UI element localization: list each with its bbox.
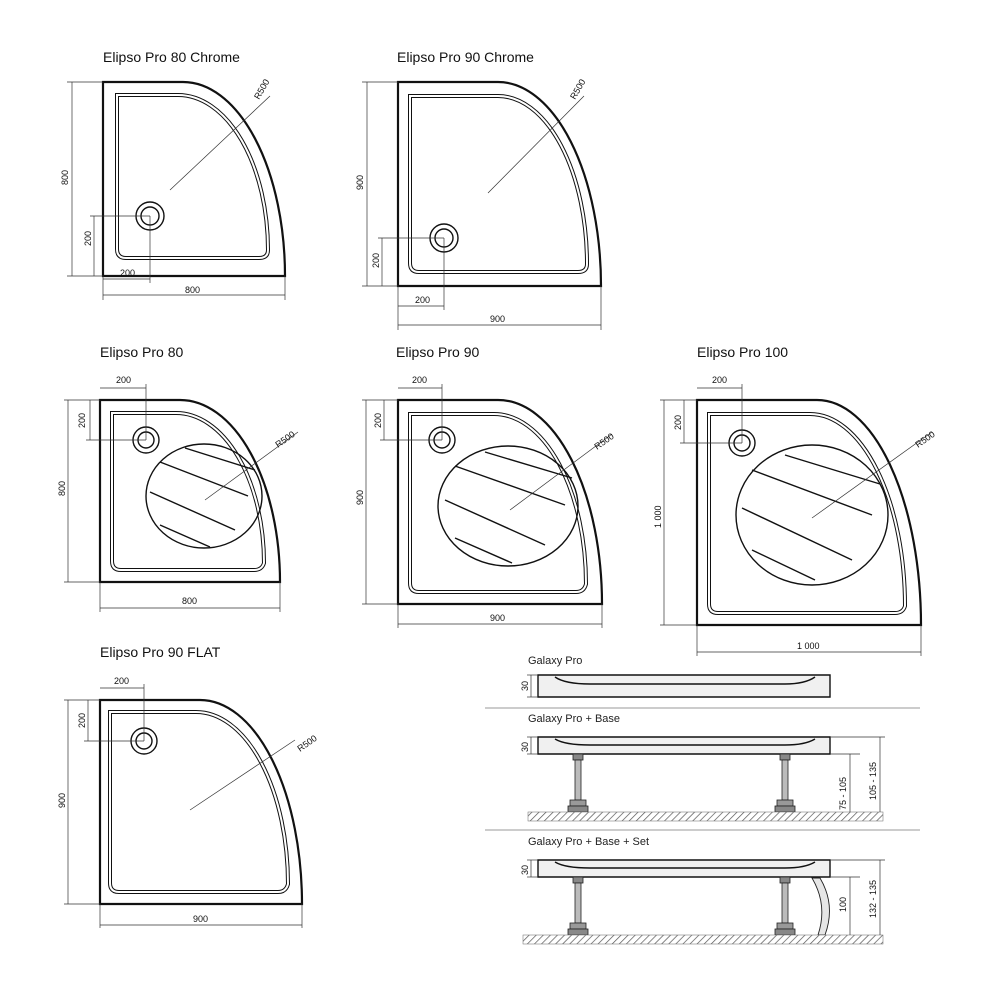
section-galaxy-pro-base: Galaxy Pro + Base 30 75 - 105 105 - 135 (485, 713, 920, 831)
tray-outline (101, 80, 287, 278)
height-label: 800 (57, 481, 67, 496)
thickness-label: 30 (520, 681, 530, 691)
section-title: Galaxy Pro + Base (528, 713, 620, 725)
drain-x-label: 200 (712, 375, 727, 385)
drain-y-label: 200 (673, 415, 683, 430)
radius-label: R500 (568, 77, 587, 101)
width-label: 900 (490, 314, 505, 324)
tray-outline (98, 698, 304, 906)
support-leg (774, 753, 796, 813)
width-label: 900 (490, 613, 505, 623)
leg-height-label: 75 - 105 (838, 777, 848, 810)
height-label: 900 (355, 175, 365, 190)
drain-x-label: 200 (114, 676, 129, 686)
width-label: 800 (182, 596, 197, 606)
drain-y-label: 200 (77, 413, 87, 428)
height-label: 900 (355, 490, 365, 505)
drain-x-label: 200 (412, 375, 427, 385)
radius-label: R500 (913, 429, 936, 450)
drain-x-label: 200 (120, 268, 135, 278)
antislip-pattern (437, 445, 579, 567)
antislip-pattern (735, 444, 889, 586)
tray-elipso-pro-90: Elipso Pro 90 R500 900 200 200 900 (355, 344, 616, 628)
thickness-label: 30 (520, 865, 530, 875)
antislip-pattern (145, 443, 263, 549)
height-label: 1 000 (653, 505, 663, 528)
width-label: 900 (193, 914, 208, 924)
tray-title: Elipso Pro 90 FLAT (100, 644, 221, 660)
drain-y-label: 200 (373, 413, 383, 428)
tray-outline (695, 398, 923, 627)
tray-elipso-pro-100: Elipso Pro 100 R500 1 000 200 200 1 000 (653, 344, 937, 656)
radius-leader-line (487, 95, 585, 194)
total-height-label: 132 - 135 (868, 880, 878, 918)
width-label: 800 (185, 285, 200, 295)
radius-label: R500 (295, 733, 318, 754)
tray-elipso-pro-90-chrome: Elipso Pro 90 Chrome R500 900 200 200 90… (355, 49, 603, 330)
tray-outline (98, 398, 282, 584)
tray-outline (396, 80, 603, 288)
support-leg (774, 876, 796, 936)
thickness-label: 30 (520, 742, 530, 752)
section-title: Galaxy Pro (528, 655, 582, 667)
tray-elipso-pro-80-chrome: Elipso Pro 80 Chrome R500 800 200 200 80… (60, 49, 287, 300)
drain-y-label: 200 (83, 231, 93, 246)
radius-leader-line (169, 95, 271, 191)
width-label: 1 000 (797, 641, 820, 651)
tray-title: Elipso Pro 90 (396, 344, 479, 360)
tray-elipso-pro-80: Elipso Pro 80 R500 800 200 200 800 (57, 344, 299, 612)
drain-x-label: 200 (415, 295, 430, 305)
radius-label: R500 (592, 431, 615, 452)
tray-title: Elipso Pro 90 Chrome (397, 49, 534, 65)
floor-hatch (527, 811, 884, 822)
height-label: 800 (60, 170, 70, 185)
drain-y-label: 200 (371, 253, 381, 268)
front-panel (811, 877, 830, 936)
radius-leader-line (189, 739, 296, 811)
radius-label: R500 (273, 429, 296, 450)
radius-leader-line (204, 431, 299, 501)
support-leg (567, 876, 589, 936)
leg-height-label: 100 (838, 897, 848, 912)
radius-leader-line (509, 433, 613, 511)
tray-elipso-pro-90-flat: Elipso Pro 90 FLAT R500 900 200 200 900 (57, 644, 319, 928)
section-galaxy-pro: Galaxy Pro 30 (485, 655, 920, 709)
radius-leader-line (811, 431, 933, 519)
tray-title: Elipso Pro 100 (697, 344, 788, 360)
height-label: 900 (57, 793, 67, 808)
tray-title: Elipso Pro 80 Chrome (103, 49, 240, 65)
floor-hatch (522, 934, 884, 945)
tray-outline (396, 398, 604, 606)
drain-x-label: 200 (116, 375, 131, 385)
total-height-label: 105 - 135 (868, 762, 878, 800)
drain-y-label: 200 (77, 713, 87, 728)
section-title: Galaxy Pro + Base + Set (528, 836, 649, 848)
section-galaxy-pro-base-set: Galaxy Pro + Base + Set 30 100 132 - 135 (520, 836, 885, 945)
support-leg (567, 753, 589, 813)
tray-profile (537, 674, 831, 698)
tray-title: Elipso Pro 80 (100, 344, 183, 360)
